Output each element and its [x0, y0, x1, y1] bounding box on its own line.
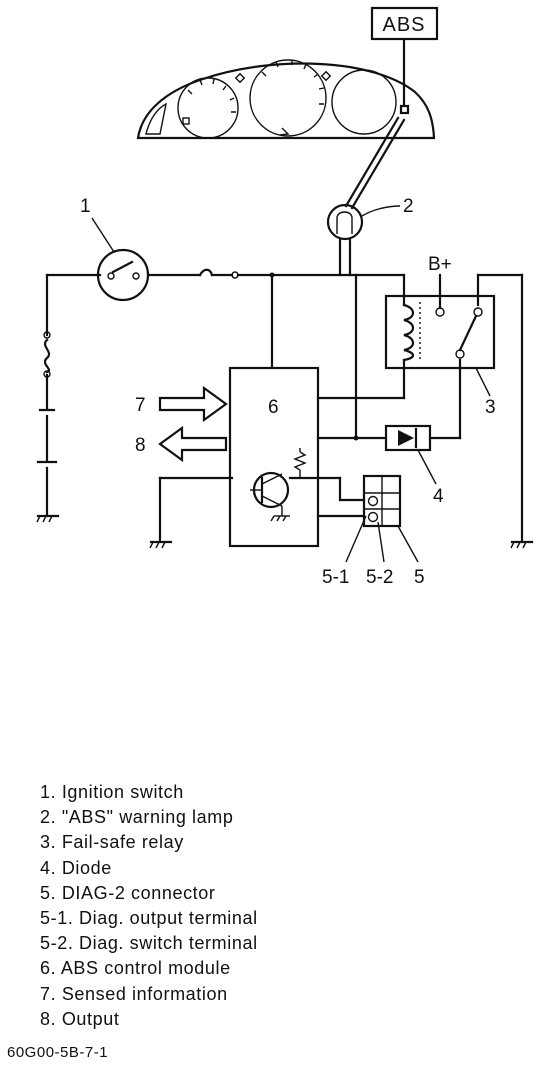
callout-3: 3 [485, 397, 496, 418]
fuse [43, 331, 51, 378]
figure-code: 60G00-5B-7-1 [7, 1044, 109, 1061]
callout-8: 8 [135, 435, 146, 456]
ignition-switch [96, 248, 150, 302]
sensed-info-arrow [158, 385, 228, 423]
legend-list: 1. Ignition switch 2. "ABS" warning lamp… [40, 780, 258, 1032]
legend-item: 8. Output [40, 1008, 120, 1029]
output-arrow [158, 425, 228, 463]
abs-control-module [228, 366, 320, 548]
instrument-cluster [136, 59, 436, 140]
legend-item: 5-2. Diag. switch terminal [40, 933, 258, 954]
abs-box-text: ABS [382, 14, 425, 36]
b-plus-label: B+ [428, 254, 452, 275]
callout-6: 6 [268, 397, 279, 418]
callout-7: 7 [135, 395, 146, 416]
callout-2: 2 [403, 196, 414, 217]
wiring [36, 237, 524, 542]
legend-item: 7. Sensed information [40, 983, 228, 1004]
legend-item: 4. Diode [40, 857, 112, 878]
wiring-diagram: ABS 2 [36, 6, 534, 588]
legend-item: 5-1. Diag. output terminal [40, 908, 258, 929]
legend-item: 6. ABS control module [40, 958, 231, 979]
ground-right [510, 540, 534, 549]
callout-1: 1 [80, 196, 91, 217]
callout-5-1: 5-1 [322, 567, 349, 588]
legend-item: 3. Fail-safe relay [40, 832, 184, 853]
legend-item: 2. "ABS" warning lamp [40, 807, 234, 828]
legend-item: 1. Ignition switch [40, 782, 184, 802]
abs-indicator-label: ABS [370, 6, 439, 106]
ground-left [36, 514, 60, 523]
diag-2-connector [362, 474, 402, 528]
callout-5-2: 5-2 [366, 567, 393, 588]
callout-4: 4 [433, 486, 444, 507]
abs-warning-lamp [326, 203, 364, 241]
callout-5: 5 [414, 567, 425, 588]
diode [384, 424, 432, 452]
legend-item: 5. DIAG-2 connector [40, 882, 216, 903]
ground-module [149, 540, 173, 549]
